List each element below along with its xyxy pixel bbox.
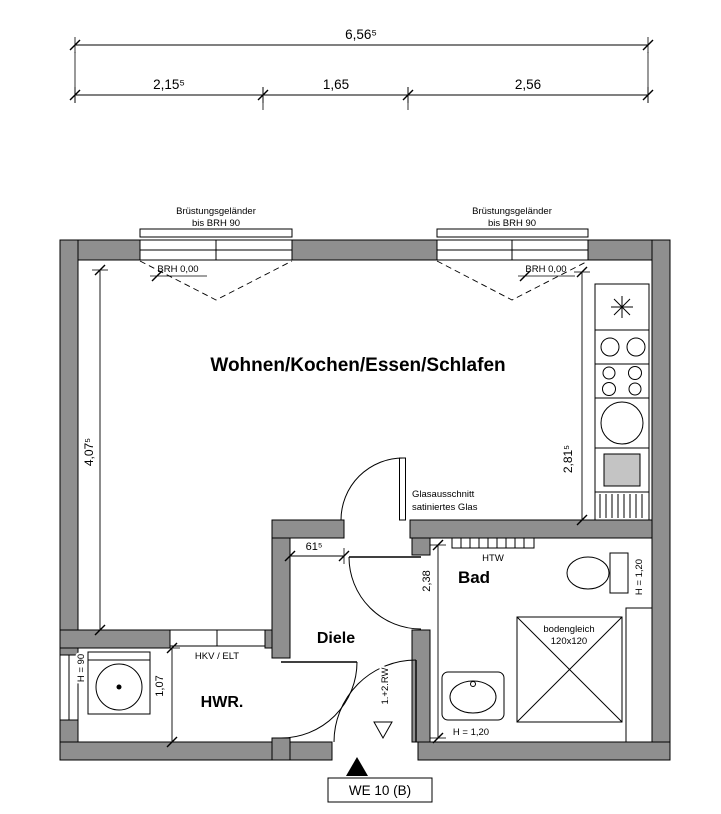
kitchen-sink — [594, 329, 650, 365]
dimension-bad-height: 2,38 — [419, 539, 447, 744]
window-opening-symbol — [436, 260, 589, 301]
shower-label-1: bodengleich — [543, 624, 594, 635]
window-hwr — [59, 654, 79, 721]
dim-seg1-label: 2,15⁵ — [153, 77, 185, 92]
dim-niche-label: 61⁵ — [306, 541, 323, 553]
hkv-label: HKV / ELT — [195, 651, 239, 662]
door-swing-arc — [348, 556, 422, 630]
railing-right-label-1: Brüstungsgeländer — [472, 206, 552, 217]
washbasin — [441, 671, 505, 721]
kitchen-unit — [594, 283, 650, 521]
towel-radiator — [451, 537, 535, 549]
door-entrance — [333, 659, 417, 743]
kitchen-cooktop — [594, 363, 650, 399]
dim-seg3-label: 2,56 — [515, 77, 541, 92]
kitchen-radiator — [594, 491, 650, 521]
shower-label-2: 120x120 — [551, 636, 587, 647]
wall-segment — [417, 741, 671, 761]
wall-segment — [411, 537, 431, 556]
door-swing-arc — [333, 659, 417, 743]
wall-segment — [271, 537, 291, 659]
dim-total-label: 6,56⁵ — [345, 27, 377, 42]
dimension-left-height: 4,07⁵ — [82, 264, 109, 636]
wall-segment — [271, 737, 291, 761]
washing-machine — [87, 651, 151, 715]
window-opening-symbol — [139, 260, 293, 301]
rw-label: 1.+2.RW — [380, 667, 391, 704]
window-right — [436, 228, 589, 301]
wall-segment — [59, 741, 333, 761]
wall-segment — [264, 629, 273, 649]
dimension-chain-total: 6,56⁵ — [69, 27, 654, 103]
brh-level-right: BRH 0,00 — [518, 264, 575, 282]
kitchen-basin-round — [594, 397, 650, 449]
h120-sink-label: H = 1,20 — [453, 727, 489, 738]
toilet-cistern — [609, 552, 629, 594]
kitchen-appliance-inner — [603, 453, 641, 487]
wall-segment — [271, 519, 345, 539]
installation-shaft — [625, 607, 653, 743]
unit-label-box: WE 10 (B) — [327, 777, 433, 803]
railing-right — [436, 228, 589, 238]
room-label-diele: Diele — [317, 630, 355, 647]
wall-segment — [59, 239, 79, 656]
door-hwr — [280, 661, 358, 739]
wall-segment — [59, 629, 171, 649]
brh-level-left: BRH 0,00 — [150, 264, 207, 282]
glass-note-1: Glasausschnitt — [412, 489, 475, 500]
dim-left-label: 4,07⁵ — [82, 438, 96, 466]
dimension-hwr-depth: 1,07 — [152, 642, 181, 748]
dim-bad-label: 2,38 — [421, 570, 433, 591]
railing-right-label-2: bis BRH 90 — [488, 218, 536, 229]
door-swing-arc — [280, 661, 358, 739]
railing-left — [139, 228, 293, 238]
h120-toilet-label: H = 1,20 — [634, 559, 645, 595]
unit-label: WE 10 (B) — [349, 783, 411, 798]
brh-left-label: BRH 0,00 — [157, 264, 198, 275]
dim-hwr-label: 1,07 — [154, 675, 166, 696]
glass-note-2: satiniertes Glas — [412, 502, 478, 513]
dim-kitchen-label: 2,81⁵ — [561, 445, 575, 473]
toilet — [566, 552, 629, 594]
dimension-niche: 61⁵ — [284, 539, 350, 565]
door-swing-arc — [340, 457, 404, 521]
entrance-arrow-icon — [346, 757, 368, 776]
dimension-chain-segments: 2,15⁵ 1,65 2,56 — [69, 77, 654, 110]
door-glass-wohnen — [340, 457, 406, 521]
room-label-hwr: HWR. — [201, 694, 244, 711]
dimension-kitchen-run: 2,81⁵ — [561, 266, 591, 526]
shower — [516, 616, 623, 723]
railing-left-label-1: Brüstungsgeländer — [176, 206, 256, 217]
railing-left-label-2: bis BRH 90 — [192, 218, 240, 229]
radiator-fins — [599, 494, 643, 518]
shower-tray — [516, 616, 623, 723]
toilet-bowl — [566, 556, 610, 590]
window-left — [139, 228, 293, 301]
wall-segment — [651, 239, 671, 761]
hkv-elt-cabinet — [169, 629, 266, 647]
wall-segment — [409, 519, 653, 539]
htw-label: HTW — [482, 553, 504, 564]
wall-segment — [291, 239, 438, 261]
rainwater-pipe-icon — [373, 721, 393, 740]
room-label-bad: Bad — [458, 568, 490, 587]
h90-label: H = 90 — [76, 654, 87, 682]
door-leaf — [399, 457, 406, 521]
walls — [59, 239, 671, 761]
room-label-main: Wohnen/Kochen/Essen/Schlafen — [210, 355, 505, 376]
door-bad — [348, 556, 422, 630]
boiler-symbol-icon — [611, 296, 633, 318]
wall-segment — [411, 629, 431, 743]
dim-seg2-label: 1,65 — [323, 77, 349, 92]
brh-right-label: BRH 0,00 — [525, 264, 566, 275]
